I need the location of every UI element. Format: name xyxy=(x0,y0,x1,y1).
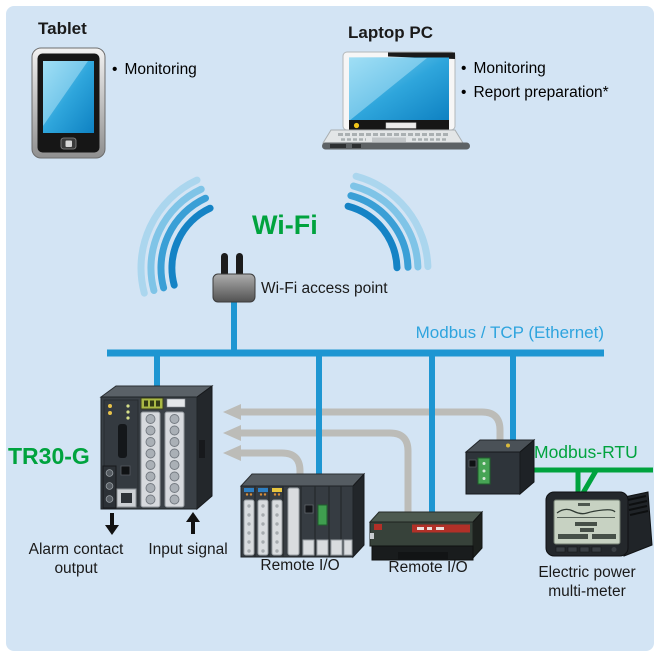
remote-io-1-icon xyxy=(239,472,366,559)
laptop-icon xyxy=(322,51,470,150)
laptop-feature-monitoring: • Monitoring xyxy=(461,59,609,78)
bullet-icon: • xyxy=(112,61,118,78)
ethernet-bus-label: Modbus / TCP (Ethernet) xyxy=(415,323,604,342)
remote-io-1-label: Remote I/O xyxy=(260,557,340,574)
power-meter-label: Electric power multi-meter xyxy=(538,564,636,600)
tablet-feature-monitoring: • Monitoring xyxy=(112,60,197,79)
tr30g-device-icon xyxy=(99,385,214,511)
bullet-icon: • xyxy=(461,60,467,77)
tablet-title: Tablet xyxy=(38,19,87,38)
modbus-rtu-label: Modbus-RTU xyxy=(534,442,638,462)
wifi-label: Wi-Fi xyxy=(252,210,318,240)
tr30g-model-label: TR30-G xyxy=(8,443,90,469)
tablet-feature-label: Monitoring xyxy=(124,61,197,78)
laptop-feature-report: • Report preparation* xyxy=(461,83,609,102)
tablet-icon xyxy=(31,47,106,159)
tablet-feature-list: • Monitoring xyxy=(112,60,197,79)
modbus-rtu-line xyxy=(528,467,653,495)
laptop-feature-label: Report preparation* xyxy=(473,84,609,101)
power-meter-icon xyxy=(545,491,653,557)
remote-io-2-label: Remote I/O xyxy=(388,559,468,576)
alarm-output-arrow-icon xyxy=(105,513,119,535)
input-signal-arrow-icon xyxy=(186,512,200,534)
wifi-signal-right-icon xyxy=(344,172,432,272)
ethernet-bus-line xyxy=(107,300,604,516)
laptop-feature-list: • Monitoring • Report preparation* xyxy=(461,59,609,102)
alarm-output-label: Alarm contact output xyxy=(28,541,124,577)
protocol-converter-icon xyxy=(464,438,536,496)
input-signal-label: Input signal xyxy=(148,541,228,558)
laptop-feature-label: Monitoring xyxy=(473,60,546,77)
wifi-access-point-label: Wi-Fi access point xyxy=(261,280,388,297)
wifi-access-point-icon xyxy=(212,253,256,303)
bullet-icon: • xyxy=(461,84,467,101)
remote-io-2-icon xyxy=(368,510,484,561)
data-flow-arrows xyxy=(223,404,504,514)
wifi-signal-left-icon xyxy=(137,176,214,297)
laptop-title: Laptop PC xyxy=(348,23,433,42)
